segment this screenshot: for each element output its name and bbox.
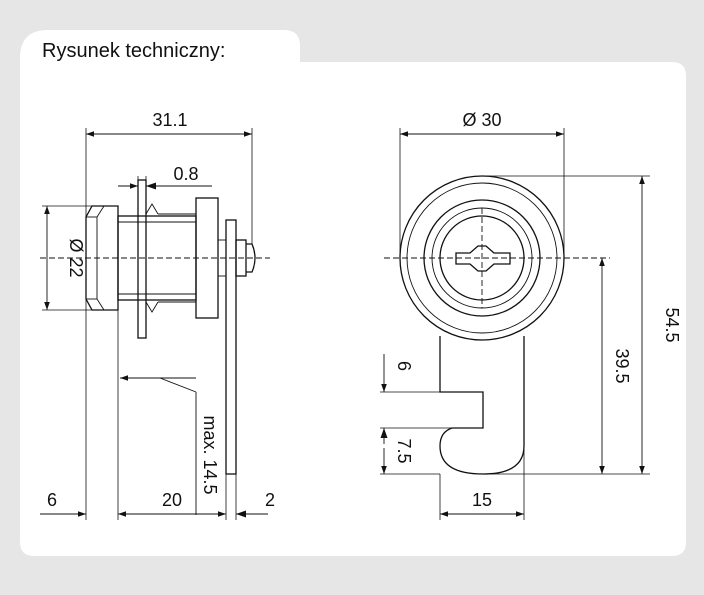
cam-tongue (439, 336, 525, 475)
dim-total-height: 54.5 (662, 307, 682, 342)
drawing-title: Rysunek techniczny: (42, 40, 225, 62)
dim-slot: 6 (394, 361, 414, 371)
dim-cam-width: 15 (472, 490, 492, 510)
dim-front: 6 (47, 490, 57, 510)
dim-tip: 7.5 (394, 438, 414, 463)
side-view: 31.1 0.8 Ø 22 max. 14.5 6 20 2 (40, 110, 275, 520)
dim-cam-length: 39.5 (612, 348, 632, 383)
dim-body: 20 (162, 490, 182, 510)
cam-plate (225, 219, 237, 475)
washer (137, 179, 147, 339)
dim-bezel-diameter: Ø 22 (66, 238, 86, 277)
front-view: Ø 30 54.5 39.5 6 7.5 15 (380, 110, 682, 520)
nut (195, 197, 219, 319)
keyway (455, 245, 511, 272)
drawing-panel (20, 30, 686, 556)
dim-total-length: 31.1 (152, 110, 187, 130)
dim-face-diameter: Ø 30 (462, 110, 501, 130)
dim-max-thickness: max. 14.5 (200, 415, 220, 494)
dim-washer: 0.8 (173, 164, 198, 184)
dim-plate: 2 (265, 490, 275, 510)
